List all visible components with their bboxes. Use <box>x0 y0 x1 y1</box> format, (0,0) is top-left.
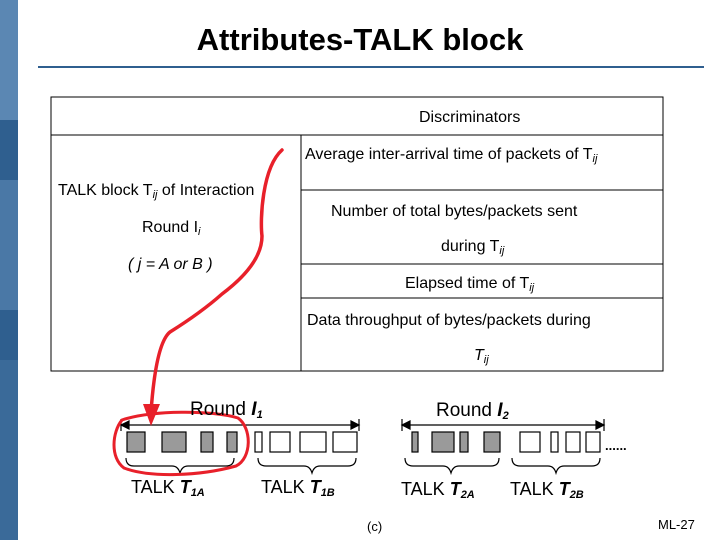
talk-text: TALK <box>510 479 559 499</box>
row-text: Elapsed time of T <box>405 275 530 292</box>
talk-text: TALK <box>261 477 310 497</box>
round-text: Round <box>436 400 498 421</box>
discriminator-row-2-line-2: during Tij <box>441 238 504 257</box>
sidebar-segment <box>0 360 18 540</box>
row-subscript: ij <box>499 245 505 257</box>
row-text: T <box>474 347 484 364</box>
discriminator-row-1: Average inter-arrival time of packets of… <box>305 146 597 165</box>
talk-text: TALK <box>131 477 180 497</box>
title-underline <box>38 66 704 68</box>
talk-1a-packets <box>126 431 238 453</box>
annotation-circle-icon <box>112 410 250 477</box>
round-2-label: Round I2 <box>436 400 509 422</box>
talk-label-1a: TALK T1A <box>131 477 205 499</box>
packet-block <box>200 431 214 453</box>
packet-block <box>483 431 501 453</box>
round-subscript: 2 <box>502 410 509 422</box>
talk-text: TALK <box>401 479 450 499</box>
talk-2b-packets <box>519 431 601 453</box>
slide-sidebar <box>0 0 18 540</box>
table-header: Discriminators <box>419 109 521 126</box>
brace-icon <box>125 457 601 476</box>
figure-caption: (c) <box>367 519 383 534</box>
talk-label-2b: TALK T2B <box>510 479 584 501</box>
label-text: TALK block T <box>58 182 153 199</box>
packet-block <box>565 431 581 453</box>
discriminator-row-3: Elapsed time of Tij <box>405 275 534 294</box>
label-text: Round I <box>142 219 199 236</box>
talk-subscript: 1A <box>190 487 205 499</box>
talk-2a-packets <box>411 431 501 453</box>
packet-block <box>431 431 455 453</box>
round-text: Round <box>190 399 252 420</box>
double-arrow-icon <box>400 419 606 431</box>
discriminator-table-grid <box>50 96 664 372</box>
packet-block <box>459 431 469 453</box>
annotation-arrowhead-icon <box>143 404 160 426</box>
packet-block <box>126 431 146 453</box>
packet-block <box>161 431 187 453</box>
page-number: ML-27 <box>658 517 695 532</box>
packet-block <box>254 431 263 453</box>
sidebar-segment <box>0 180 18 310</box>
label-subscript: ij <box>152 189 158 201</box>
row-text: Average inter-arrival time of packets of… <box>305 146 593 163</box>
talk-1b-packets <box>254 431 358 453</box>
talk-italic: T <box>558 479 570 499</box>
packet-block <box>411 431 419 453</box>
talk-italic: T <box>449 479 461 499</box>
label-subscript: i <box>198 226 201 238</box>
discriminator-row-4-line-2: Tij <box>474 347 489 366</box>
slide-title: Attributes-TALK block <box>196 22 524 57</box>
left-label-line-1: TALK block Tij of Interaction <box>58 182 254 201</box>
table-border <box>50 96 664 372</box>
round-subscript: 1 <box>256 409 263 421</box>
round-1-label: Round I1 <box>190 399 263 421</box>
packet-block <box>585 431 601 453</box>
talk-label-2a: TALK T2A <box>401 479 475 501</box>
talk-label-1b: TALK T1B <box>261 477 335 499</box>
packet-block <box>269 431 291 453</box>
round-italic: I <box>251 399 257 420</box>
annotation-arrow-icon <box>149 148 284 414</box>
row-subscript: ij <box>592 153 598 165</box>
talk-subscript: 2A <box>460 489 475 501</box>
row-text: during T <box>441 238 500 255</box>
talk-italic: T <box>179 477 191 497</box>
left-label-line-3: ( j = A or B ) <box>128 256 213 273</box>
discriminator-row-2-line-1: Number of total bytes/packets sent <box>331 203 578 220</box>
packet-block <box>550 431 559 453</box>
talk-subscript: 1B <box>320 487 335 499</box>
discriminator-row-4-line-1: Data throughput of bytes/packets during <box>307 312 591 329</box>
packet-block <box>226 431 238 453</box>
talk-subscript: 2B <box>569 489 584 501</box>
round-italic: I <box>497 400 503 421</box>
label-text: of Interaction <box>157 182 255 199</box>
left-label-line-2: Round Ii <box>142 219 201 238</box>
sidebar-segment <box>0 0 18 120</box>
row-subscript: ij <box>483 354 489 366</box>
packet-block <box>332 431 358 453</box>
row-subscript: ij <box>529 282 535 294</box>
packet-block <box>519 431 541 453</box>
talk-italic: T <box>309 477 321 497</box>
packet-block <box>299 431 327 453</box>
timeline-ellipsis: ...... <box>605 438 627 453</box>
